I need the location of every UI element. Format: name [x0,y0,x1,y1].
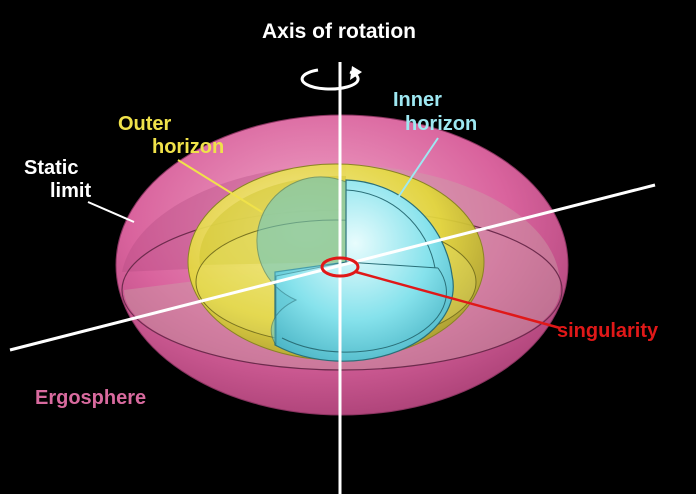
static-limit-label-line2: limit [50,180,91,202]
singularity-label: singularity [557,320,659,342]
axis-of-rotation-label: Axis of rotation [262,20,416,43]
inner-horizon-shape [256,176,454,362]
inner-horizon-leader-line [394,137,439,203]
outer-horizon-label-line1: Outer [118,113,172,135]
static-limit-leader-line [87,201,135,223]
singularity-ring [320,256,360,278]
rotation-arrow-icon [300,66,362,91]
equatorial-axis-line [9,183,656,352]
outer-horizon-label-line2: horizon [152,136,224,158]
outer-horizon-leader-line [177,159,263,213]
ergosphere-label: Ergosphere [35,387,146,409]
static-limit-label-line1: Static [24,157,78,179]
singularity-leader-line [355,270,561,330]
inner-horizon-label-line1: Inner [393,89,442,111]
inner-horizon-label-line2: horizon [405,113,477,135]
